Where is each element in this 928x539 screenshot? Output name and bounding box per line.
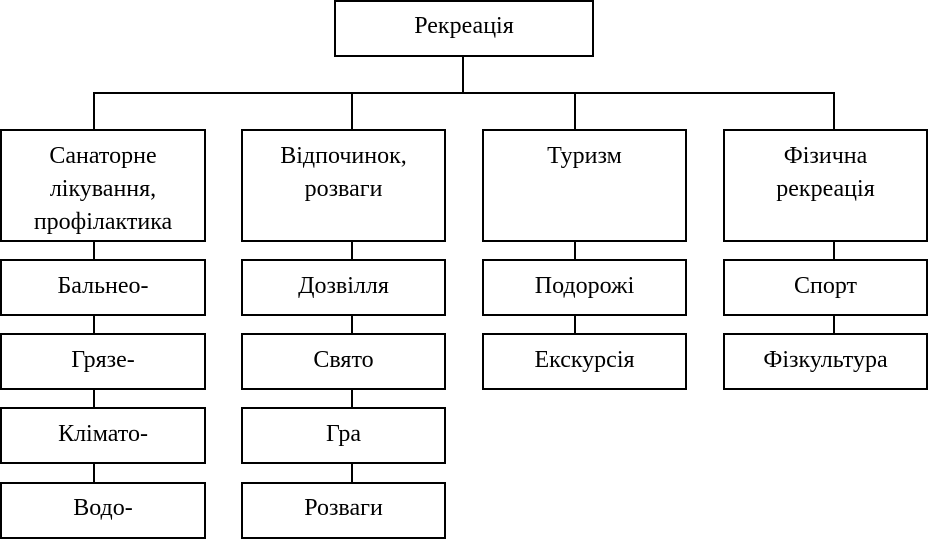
child-label: Бальнео- — [57, 273, 149, 299]
child-box: Грязе- — [0, 333, 206, 390]
child-box: Свято — [241, 333, 446, 390]
child-box: Фізкультура — [723, 333, 928, 390]
child-label: Спорт — [793, 273, 858, 299]
child-box: Гра — [241, 407, 446, 464]
connector-bus-to-category-2 — [351, 92, 353, 130]
child-label: Подорожі — [534, 273, 635, 299]
child-label: Екскурсія — [534, 347, 635, 373]
connector-bus-to-category-1 — [93, 92, 95, 130]
child-box: Розваги — [241, 482, 446, 539]
child-box: Подорожі — [482, 259, 687, 316]
child-label: Свято — [313, 347, 374, 373]
root-box: Рекреація — [334, 0, 594, 57]
child-box: Бальнео- — [0, 259, 206, 316]
category-box-tourism: Туризм — [482, 129, 687, 242]
child-label: Розваги — [304, 495, 383, 521]
connector-horizontal-bus — [93, 92, 835, 94]
category-title-line: Відпочинок, — [280, 143, 407, 169]
category-title-line: Санаторне — [49, 143, 157, 169]
category-box-leisure: Відпочинок, розваги — [241, 129, 446, 242]
child-box: Екскурсія — [482, 333, 687, 390]
category-title-line: рекреація — [776, 176, 875, 202]
child-label: Фізкультура — [763, 347, 888, 373]
category-title-line: лікування, — [49, 176, 157, 202]
category-box-sanatorium: Санаторне лікування, профілактика — [0, 129, 206, 242]
category-title-line: Фізична — [783, 143, 868, 169]
child-label: Клімато- — [58, 421, 148, 447]
connector-root-down — [462, 56, 464, 94]
child-box: Водо- — [0, 482, 206, 539]
category-title-line: профілактика — [33, 209, 173, 235]
child-box: Дозвілля — [241, 259, 446, 316]
connector-bus-to-category-4 — [833, 92, 835, 130]
root-label: Рекреація — [414, 13, 514, 39]
child-label: Грязе- — [71, 347, 135, 373]
child-label: Дозвілля — [298, 273, 389, 299]
child-box: Спорт — [723, 259, 928, 316]
category-title-line: розваги — [304, 176, 383, 202]
category-title-line: Туризм — [547, 143, 622, 169]
child-label: Гра — [325, 421, 361, 447]
child-label: Водо- — [73, 495, 133, 521]
child-box: Клімато- — [0, 407, 206, 464]
connector-bus-to-category-3 — [574, 92, 576, 130]
category-box-physical-recreation: Фізична рекреація — [723, 129, 928, 242]
